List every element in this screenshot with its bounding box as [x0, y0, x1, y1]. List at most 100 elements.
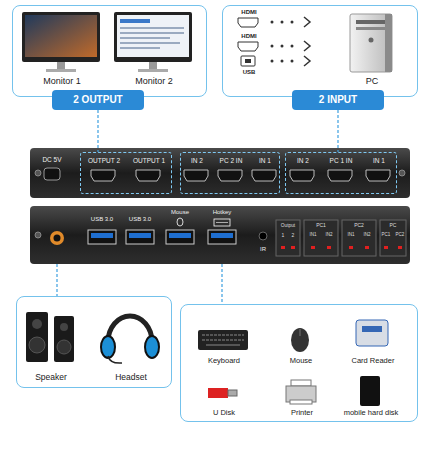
cable-icons — [271, 45, 274, 48]
kvm-front-panel-body — [177, 218, 183, 226]
peripheral-illustration — [291, 380, 311, 386]
peripheral-illustration — [206, 344, 240, 346]
node-label: PC 1 IN — [323, 157, 359, 164]
audio-illustration — [108, 356, 122, 363]
monitor-illustration — [120, 37, 170, 39]
monitor-illustration — [120, 19, 150, 23]
peripheral-illustration — [362, 326, 382, 332]
kvm-front-panel-body — [208, 230, 236, 244]
kvm-front-panel-body — [349, 246, 353, 249]
kvm-front-panel-body — [211, 233, 233, 238]
kvm-front-panel-body — [311, 246, 315, 249]
node-label: Hotkey — [205, 209, 239, 216]
kvm-rear-panel-body — [218, 170, 242, 181]
kvm-front-panel-body — [166, 230, 194, 244]
node-label: Mouse — [163, 209, 197, 216]
kvm-front-panel-body — [54, 235, 61, 242]
indicator-label: IN2 — [322, 233, 336, 238]
peripheral-illustration — [291, 328, 309, 352]
audio-illustration — [29, 337, 45, 353]
kvm-front-panel-body — [398, 246, 402, 249]
cable-icons — [271, 21, 274, 24]
pc-tower-illustration — [385, 14, 392, 72]
pc-tower-illustration — [369, 38, 374, 43]
monitor-illustration — [117, 15, 189, 57]
node-label: PC 2 IN — [213, 157, 249, 164]
kvm-front-panel-body — [30, 206, 410, 264]
monitor-illustration — [25, 15, 97, 57]
node-label: Printer — [282, 409, 322, 417]
monitor-illustration — [120, 32, 184, 34]
kvm-front-panel-body — [291, 246, 295, 249]
kvm-rear-panel-body — [136, 170, 160, 181]
pc-tower-illustration — [350, 14, 392, 72]
kvm-front-panel-body — [304, 220, 338, 256]
peripheral-illustration — [360, 376, 380, 406]
monitor-illustration — [46, 69, 76, 72]
peripheral-illustration — [356, 320, 388, 346]
kvm-front-panel-body — [126, 230, 154, 244]
kvm-front-panel-body — [384, 246, 388, 249]
kvm-rear-panel-body — [44, 168, 60, 180]
indicator-label: PC — [381, 223, 405, 229]
node-label: PC — [357, 77, 387, 87]
node-label: IN 2 — [288, 157, 318, 164]
kvm-rear-panel-body — [35, 170, 41, 176]
node-label: OUTPUT 1 — [128, 157, 170, 164]
peripheral-illustration — [202, 339, 244, 341]
peripheral-illustration — [228, 390, 237, 396]
audio-illustration — [57, 340, 71, 354]
node-label: IN 1 — [364, 157, 394, 164]
cable-icons — [238, 42, 258, 51]
node-label: IR — [253, 246, 273, 253]
kvm-rear-panel-body — [252, 170, 276, 181]
kvm-rear-panel-body — [399, 170, 405, 176]
node-label: DC 5V — [37, 156, 67, 163]
kvm-rear-panel: DC 5VOUTPUT 2OUTPUT 1IN 2PC 2 ININ 1IN 2… — [30, 148, 410, 198]
audio-illustration — [32, 319, 42, 329]
kvm-front-panel-body — [35, 232, 41, 238]
cable-icons — [304, 17, 310, 27]
kvm-front-panel-body — [169, 233, 191, 238]
monitor-illustration — [22, 12, 100, 62]
kvm-front-panel-body — [281, 246, 285, 249]
kvm-front-panel-body — [88, 230, 116, 244]
kvm-rear-panel-body — [91, 170, 115, 181]
monitor-illustration — [138, 69, 168, 72]
device-group-box: KeyboardMouseCard ReaderU DiskPrintermob… — [180, 304, 418, 422]
node-label: USB 3.0 — [123, 216, 157, 223]
monitor-illustration — [120, 42, 180, 44]
dashed-leader-connector — [97, 110, 98, 152]
peripheral-illustration — [208, 388, 228, 398]
pc-tower-illustration — [356, 27, 386, 30]
monitor-illustration — [57, 62, 65, 69]
node-label: Card Reader — [345, 357, 401, 365]
cable-icons — [281, 45, 284, 48]
node-label: Headset — [106, 373, 156, 382]
indicator-label: 2 — [289, 233, 297, 239]
indicator-label: PC2 — [394, 233, 407, 238]
tag-label: 2 INPUT — [293, 94, 383, 105]
monitor-illustration — [149, 62, 157, 69]
indicator-label: PC1 — [306, 223, 336, 229]
tag-label: 2 OUTPUT — [53, 94, 143, 105]
node-label: Keyboard — [199, 357, 249, 365]
indicator-label: PC1 — [380, 233, 393, 238]
kvm-rear-panel-body — [328, 170, 352, 181]
indicator-label: PC2 — [344, 223, 374, 229]
cable-icons — [291, 45, 294, 48]
indicator-label: IN2 — [360, 233, 374, 238]
kvm-rear-panel-body — [30, 148, 410, 198]
node-label: OUTPUT 2 — [83, 157, 125, 164]
device-group-box: Monitor 1Monitor 2 — [12, 5, 207, 97]
cable-icons — [238, 18, 258, 27]
pc-tower-illustration — [350, 14, 392, 72]
kvm-rear-panel-body — [30, 148, 410, 198]
node-label: IN 1 — [250, 157, 280, 164]
cable-icons — [281, 21, 284, 24]
node-label: Monitor 2 — [124, 77, 184, 87]
node-label: USB 3.0 — [85, 216, 119, 223]
kvm-front-panel-body — [259, 232, 267, 240]
